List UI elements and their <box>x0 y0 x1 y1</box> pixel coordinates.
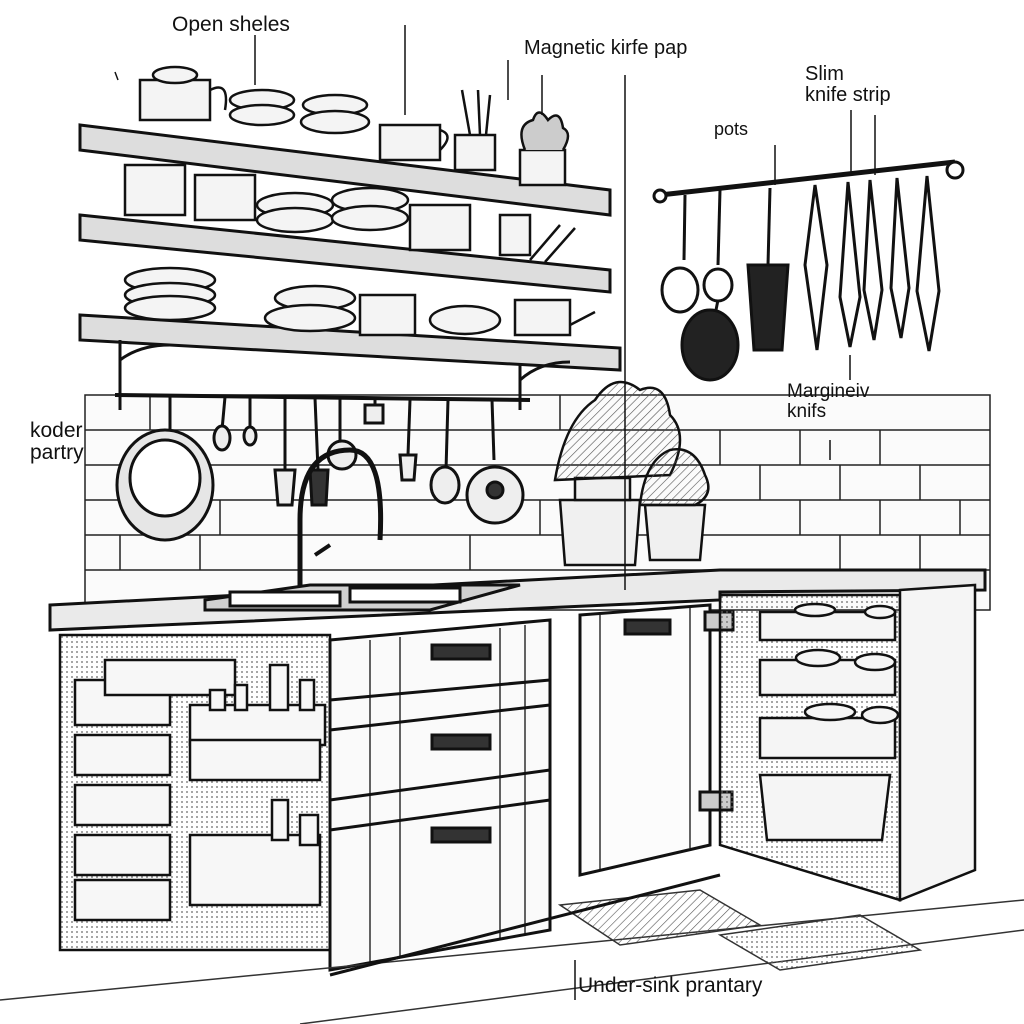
label-magnetic-knife: Magnetic kirfe pap <box>524 37 688 59</box>
label-slim-line1: Slim <box>805 63 844 85</box>
label-koder-line1: koder <box>30 419 83 442</box>
label-margin-line1: Margineiv <box>787 381 870 402</box>
rail-utensils <box>115 396 525 542</box>
label-pots: pots <box>714 119 749 139</box>
countertop <box>48 568 987 632</box>
label-koder-line2: partry <box>30 441 84 465</box>
open-shelves <box>78 123 622 410</box>
drawer-cabinet <box>328 618 552 972</box>
tile-backsplash <box>84 394 991 611</box>
callout-lines <box>114 25 876 1000</box>
pullout-pantry <box>58 633 332 952</box>
label-open-shelves: Open sheles <box>172 13 290 36</box>
label-slim-line2: knife strip <box>805 84 891 106</box>
label-margin-knifs: Margineiv knifs <box>787 382 869 422</box>
herb-pots <box>553 380 710 567</box>
label-margin-line2: knifs <box>787 400 827 422</box>
cabinet-door <box>578 603 735 877</box>
shelf-dishes <box>123 65 596 337</box>
label-slim-knife-strip: Slim knife strip <box>805 64 891 106</box>
floor <box>0 873 1024 1024</box>
knife-rail <box>652 159 965 382</box>
label-koder-partry: koder partry <box>30 419 84 465</box>
label-under-sink: Under-sink prantary <box>578 974 763 997</box>
under-sink-pantry <box>718 583 977 902</box>
